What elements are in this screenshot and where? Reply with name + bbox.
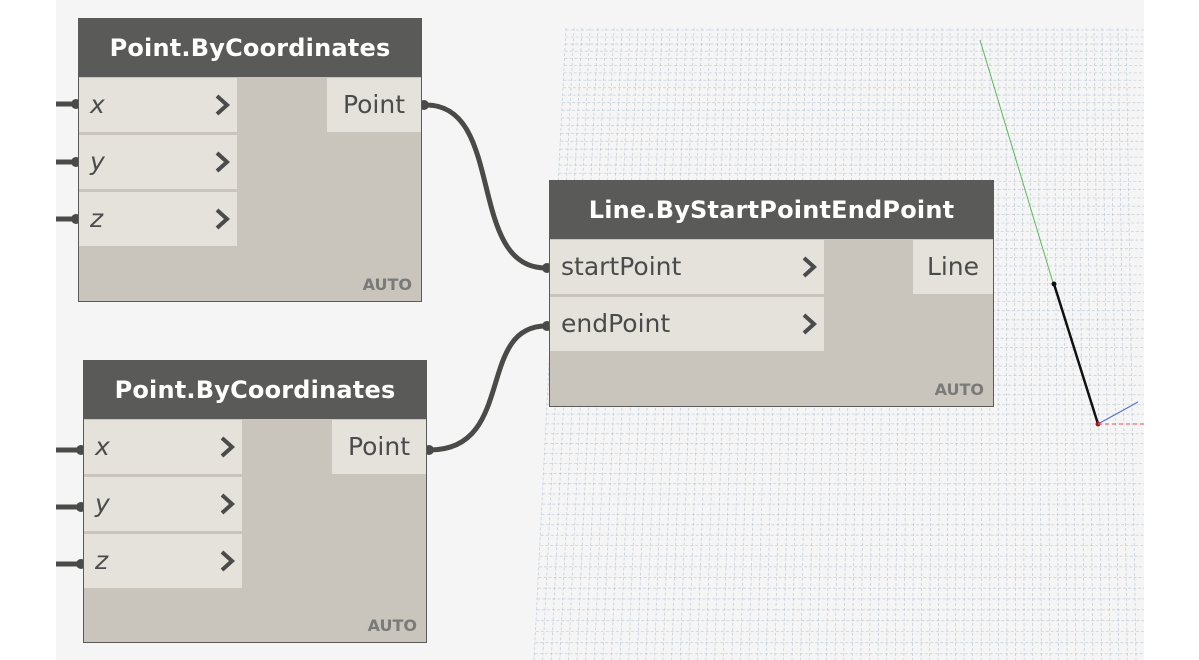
chevron-right-icon xyxy=(802,256,817,278)
port-label: y xyxy=(90,147,105,176)
node-line-by-start-point-end-point[interactable]: Line.ByStartPointEndPoint startPoint end… xyxy=(549,180,994,407)
chevron-right-icon xyxy=(215,151,230,173)
chevron-right-icon xyxy=(215,208,230,230)
input-port-x[interactable]: x xyxy=(84,420,242,474)
port-label: z xyxy=(95,546,109,575)
port-label: z xyxy=(90,204,104,233)
port-label: x xyxy=(90,90,105,119)
output-port-point[interactable]: Point xyxy=(327,78,421,132)
port-label: Line xyxy=(926,252,980,281)
chevron-right-icon xyxy=(220,550,235,572)
lacing-indicator[interactable]: AUTO xyxy=(362,275,412,294)
wire-point2-to-endpoint[interactable] xyxy=(429,323,547,453)
port-label: Point xyxy=(347,432,411,461)
lacing-indicator[interactable]: AUTO xyxy=(367,616,417,635)
chevron-right-icon xyxy=(220,436,235,458)
port-label: startPoint xyxy=(561,252,682,281)
output-port-point[interactable]: Point xyxy=(332,420,426,474)
input-port-startpoint[interactable]: startPoint xyxy=(550,240,824,294)
input-port-y[interactable]: y xyxy=(79,135,237,189)
output-port-line[interactable]: Line xyxy=(913,240,993,294)
chevron-right-icon xyxy=(220,493,235,515)
input-port-x[interactable]: x xyxy=(79,78,237,132)
port-label: x xyxy=(95,432,110,461)
preview-point-start xyxy=(1051,281,1057,287)
lacing-indicator[interactable]: AUTO xyxy=(934,380,984,399)
graph-canvas[interactable]: Point.ByCoordinates x y z Point AUTO Poi… xyxy=(56,0,1144,660)
port-label: endPoint xyxy=(561,309,671,338)
port-label: y xyxy=(95,489,110,518)
port-label: Point xyxy=(342,90,406,119)
y-axis-line xyxy=(979,39,1055,287)
wire-point1-to-startpoint[interactable] xyxy=(425,102,547,271)
node-title[interactable]: Point.ByCoordinates xyxy=(79,19,421,77)
input-port-endpoint[interactable]: endPoint xyxy=(550,297,824,351)
input-port-z[interactable]: z xyxy=(84,534,242,588)
node-point-by-coordinates-1[interactable]: Point.ByCoordinates x y z Point AUTO xyxy=(78,18,422,302)
node-title[interactable]: Line.ByStartPointEndPoint xyxy=(550,181,993,239)
input-port-y[interactable]: y xyxy=(84,477,242,531)
node-point-by-coordinates-2[interactable]: Point.ByCoordinates x y z Point AUTO xyxy=(83,360,427,643)
z-axis-line xyxy=(1097,401,1139,425)
chevron-right-icon xyxy=(215,94,230,116)
preview-line-geometry xyxy=(1052,283,1100,425)
chevron-right-icon xyxy=(802,313,817,335)
node-title[interactable]: Point.ByCoordinates xyxy=(84,361,426,419)
input-port-z[interactable]: z xyxy=(79,192,237,246)
